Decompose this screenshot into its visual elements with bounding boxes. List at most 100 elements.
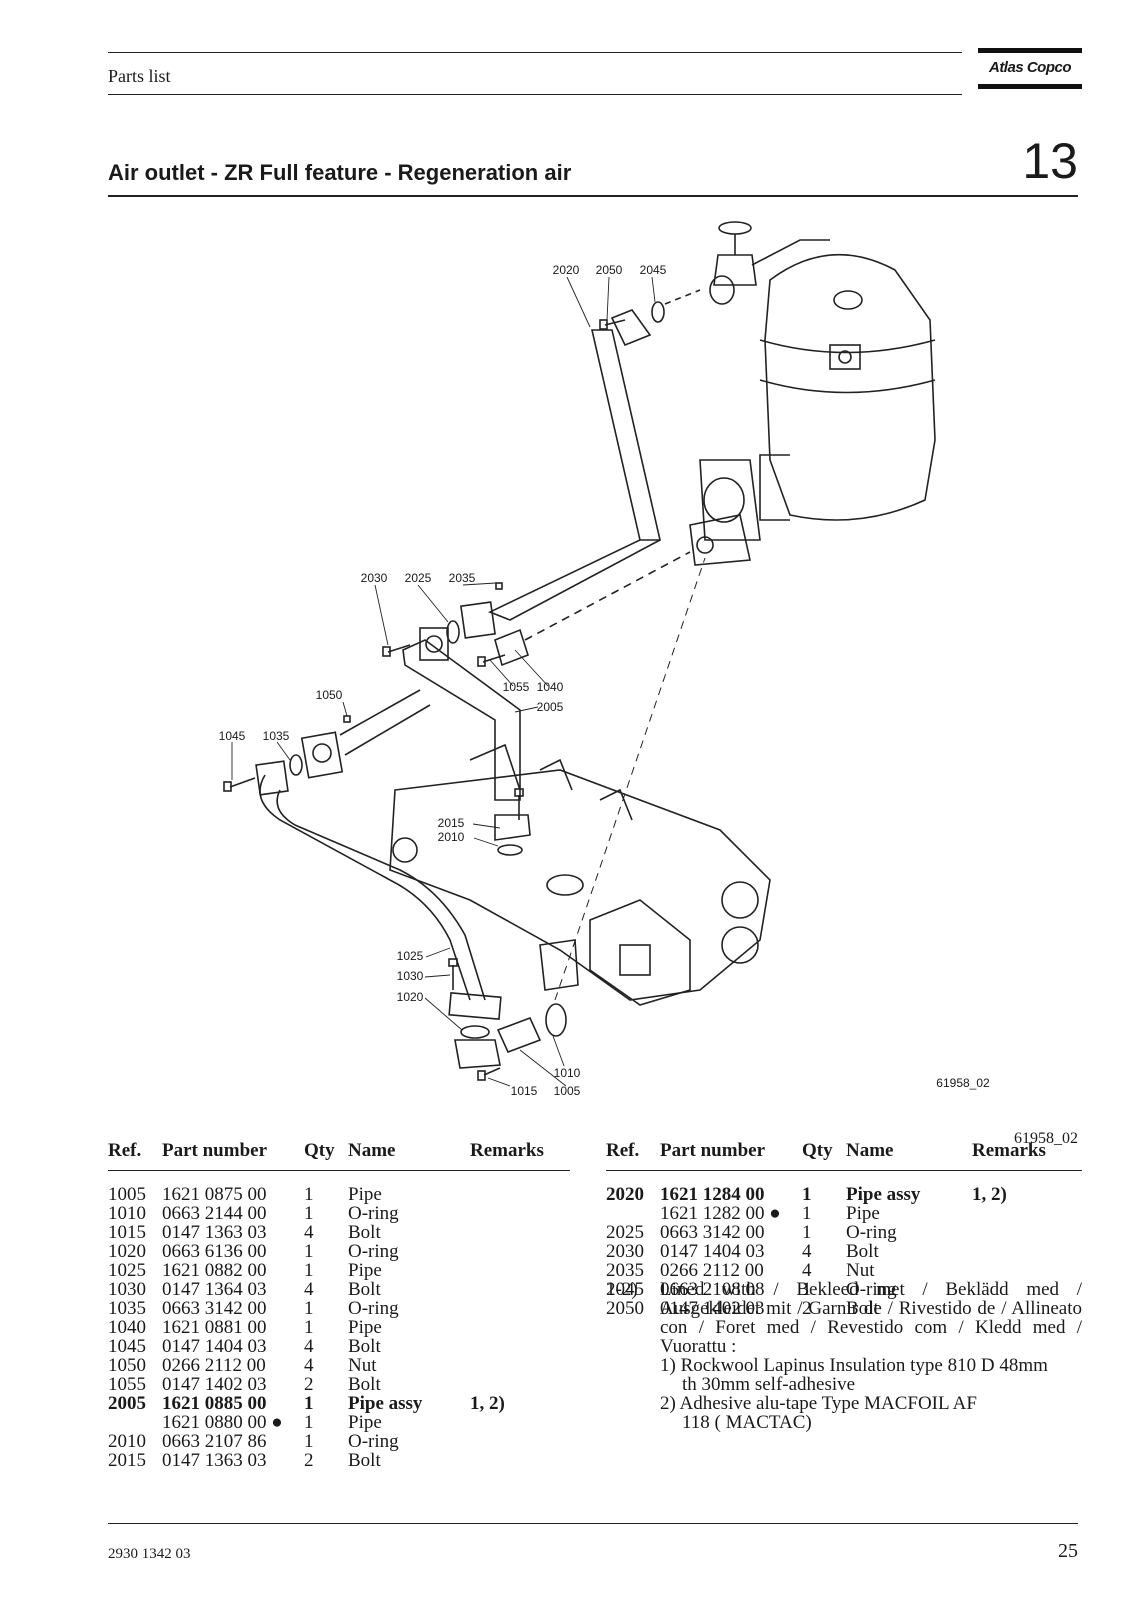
logo-text: Atlas Copco [988, 59, 1072, 76]
cell-remarks [972, 1242, 1082, 1261]
cell-qty: 4 [304, 1336, 314, 1357]
valve-drawing [709, 221, 830, 305]
cell-name: Bolt [846, 1298, 879, 1319]
label-1035: 1035 [263, 729, 290, 743]
cell-ref: 1005 [108, 1184, 146, 1205]
cell-remarks [972, 1261, 1082, 1280]
col-qty-header: Qty [802, 1141, 846, 1171]
cell-part-number: 1621 0875 00 [162, 1184, 267, 1205]
cell-name: Pipe [348, 1184, 382, 1205]
cell-remarks [470, 1299, 570, 1318]
cell-ref: 2030 [606, 1241, 644, 1262]
cell-part-number: 0663 3142 00 [660, 1222, 765, 1243]
cell-name: Bolt [348, 1222, 381, 1243]
cell-part-number: 0266 2112 00 [162, 1355, 266, 1376]
col-remarks-header: Remarks [972, 1141, 1082, 1171]
cell-ref: 1035 [108, 1298, 146, 1319]
cell-part-number: 1621 0881 00 [162, 1317, 267, 1338]
cell-qty: 4 [304, 1355, 314, 1376]
label-1030: 1030 [397, 969, 424, 983]
col-qty-header: Qty [304, 1141, 348, 1171]
col-part-number-header: Part number [660, 1141, 802, 1171]
header-bottom-rule [108, 94, 962, 95]
cell-ref: 2035 [606, 1260, 644, 1281]
header-label: Parts list [108, 66, 171, 86]
pipe-2020-drawing [488, 289, 701, 621]
cell-ref: 2010 [108, 1431, 146, 1452]
col-part-number-header: Part number [162, 1141, 304, 1171]
cell-remarks [470, 1223, 570, 1242]
cell-part-number: 0147 1363 03 [162, 1222, 267, 1243]
cell-qty: 2 [304, 1450, 314, 1471]
cell-remarks [972, 1204, 1082, 1223]
pipe-1025-drawing [255, 760, 567, 1069]
cell-remarks [470, 1432, 570, 1451]
table-header-row: Ref. Part number Qty Name Remarks [108, 1141, 570, 1171]
label-2050: 2050 [596, 263, 623, 277]
cell-ref: 1015 [108, 1222, 146, 1243]
bolts-drawing [223, 319, 626, 1081]
cell-name: Pipe [846, 1203, 880, 1224]
cell-qty: 1 [802, 1184, 812, 1205]
cell-part-number: 1621 0880 00 ● [162, 1412, 283, 1433]
chapter-number: 13 [1022, 133, 1078, 189]
page-number: 25 [1058, 1540, 1078, 1562]
cell-name: Bolt [348, 1450, 381, 1471]
cell-name: Nut [348, 1355, 377, 1376]
col-name-header: Name [348, 1141, 470, 1171]
cell-qty: 4 [802, 1241, 812, 1262]
cell-ref: 1030 [108, 1279, 146, 1300]
label-2020: 2020 [553, 263, 580, 277]
cell-qty: 4 [304, 1279, 314, 1300]
notes-body: Lined with / Bekleed met / Beklädd med /… [660, 1280, 1082, 1432]
cell-name: O-ring [348, 1298, 399, 1319]
cell-remarks [470, 1451, 570, 1470]
label-2015: 2015 [438, 816, 465, 830]
page-title: Air outlet - ZR Full feature - Regenerat… [108, 160, 572, 185]
cell-name: O-ring [348, 1241, 399, 1262]
cell-qty: 1 [304, 1298, 314, 1319]
cell-part-number: 0663 2108 08 [660, 1279, 765, 1300]
cell-ref: 1020 [108, 1241, 146, 1262]
cell-qty: 1 [304, 1431, 314, 1452]
cell-part-number: 1621 0885 00 [162, 1393, 267, 1414]
cell-ref: 1040 [108, 1317, 146, 1338]
cell-name: Bolt [348, 1336, 381, 1357]
cell-remarks [470, 1242, 570, 1261]
cell-remarks [470, 1318, 570, 1337]
cell-remarks [470, 1261, 570, 1280]
cell-name: Pipe [348, 1260, 382, 1281]
label-1050: 1050 [316, 688, 343, 702]
cell-part-number: 1621 0882 00 [162, 1260, 267, 1281]
note-item-1-detail: th 30mm self-adhesive [682, 1374, 856, 1395]
exploded-view-diagram: 2020 2050 2045 2030 2025 2035 1050 1055 … [219, 221, 990, 1098]
cell-name: O-ring [348, 1431, 399, 1452]
figure-id-label: 61958_02 [936, 1076, 990, 1090]
compressor-element-drawing [389, 743, 771, 1006]
cell-name: Bolt [846, 1241, 879, 1262]
label-1010: 1010 [554, 1066, 581, 1080]
cell-ref: 1055 [108, 1374, 146, 1395]
cell-remarks [470, 1356, 570, 1375]
flange-pair-drawing [419, 551, 691, 667]
cell-part-number: 1621 1284 00 [660, 1184, 765, 1205]
cell-ref: 2045 [606, 1279, 644, 1300]
label-2005: 2005 [537, 700, 564, 714]
label-1005: 1005 [554, 1084, 581, 1098]
cell-name: Pipe assy [846, 1184, 921, 1205]
col-ref-header: Ref. [108, 1141, 162, 1171]
cell-name: O-ring [348, 1203, 399, 1224]
